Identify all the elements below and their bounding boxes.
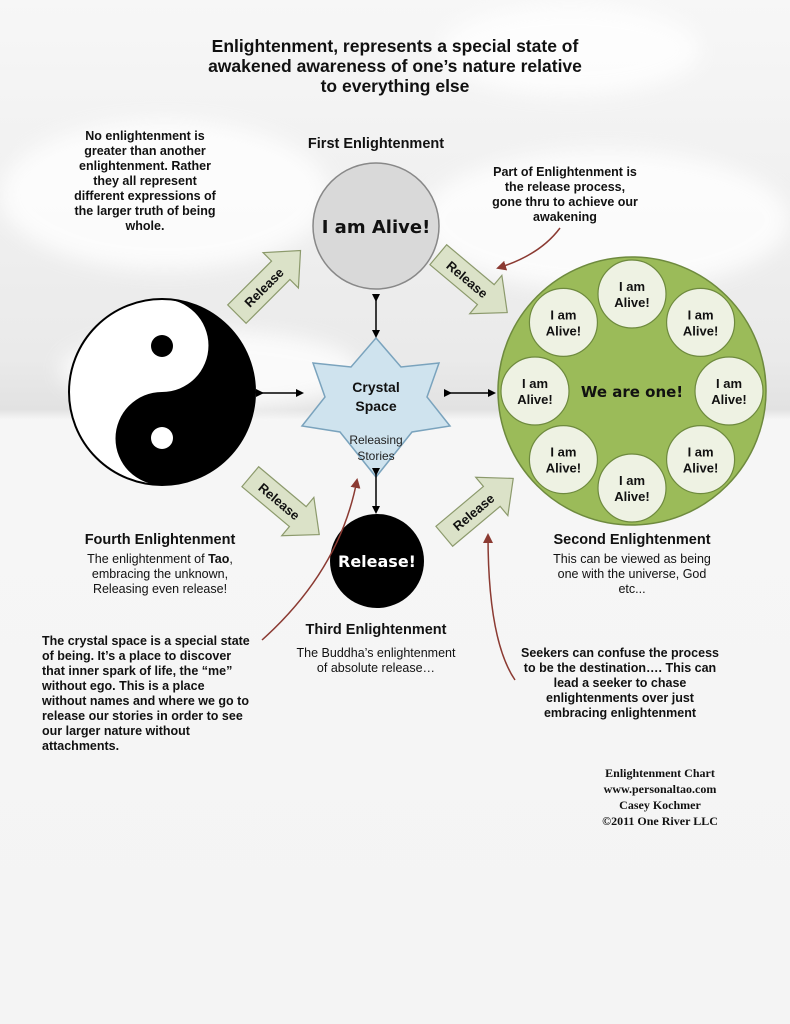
alive-circle-label: I am — [550, 445, 576, 460]
alive-small-circle — [597, 259, 667, 329]
title-line: Enlightenment, represents a special stat… — [211, 36, 579, 56]
alive-circle-label: I am — [688, 445, 714, 460]
alive-small-circle — [694, 356, 764, 426]
fourth-enlightenment-heading: Fourth Enlightenment — [84, 532, 236, 548]
second-enlightenment-heading: Second Enlightenment — [553, 532, 711, 548]
first-enlightenment-heading: First Enlightenment — [307, 136, 445, 152]
crystal-title-line: Space — [355, 398, 396, 414]
alive-circle-label: Alive! — [711, 392, 746, 407]
yin-yang-icon — [68, 298, 256, 486]
third-enlightenment-circle — [330, 514, 424, 608]
alive-small-circle — [528, 424, 599, 495]
crystal-title-line: Crystal — [352, 379, 399, 395]
third-enlightenment-heading: Third Enlightenment — [305, 622, 447, 638]
release-arrow: Release — [429, 243, 508, 315]
alive-small-circle — [665, 287, 736, 358]
alive-circle-label: Alive! — [546, 323, 581, 338]
pointer-line — [496, 227, 561, 271]
alive-circle-label: I am — [688, 307, 714, 322]
alive-small-circle — [528, 287, 599, 358]
connector-arrows — [256, 294, 496, 514]
crystal-sub-line: Releasing — [349, 433, 402, 447]
we-are-one-label: We are one! — [581, 383, 683, 401]
alive-small-circle — [665, 424, 736, 495]
alive-small-circle — [597, 453, 667, 523]
pointer-lines — [261, 227, 561, 681]
release-circle-label: Release! — [338, 552, 416, 571]
cloud — [440, 5, 700, 95]
alive-circle-label: Alive! — [517, 392, 552, 407]
alive-small-circle — [500, 356, 570, 426]
fourth-enlightenment-description: The enlightenment of Tao, embracing the … — [87, 552, 233, 596]
release-arrow: Release — [435, 476, 514, 548]
cloud — [0, 120, 330, 270]
alive-circle-label: I am — [522, 376, 548, 391]
alive-circle-label: I am — [716, 376, 742, 391]
crystal-sub-line: Stories — [357, 449, 394, 463]
title-line: awakened awareness of one’s nature relat… — [208, 56, 582, 76]
alive-circle-label: I am — [550, 307, 576, 322]
alive-circle-label: Alive! — [614, 489, 649, 504]
alive-circle-label: Alive! — [683, 323, 718, 338]
title-line: to everything else — [320, 76, 470, 96]
alive-circle-label: I am — [619, 279, 645, 294]
page-title: Enlightenment, represents a special stat… — [150, 36, 640, 96]
first-enlightenment-circle — [312, 162, 440, 290]
alive-circle-label: I am — [619, 473, 645, 488]
alive-circle-label: Alive! — [546, 461, 581, 476]
alive-circle-label: Alive! — [683, 461, 718, 476]
release-arrow: Release — [226, 249, 302, 325]
first-circle-label: I am Alive! — [322, 217, 431, 238]
pointer-line — [261, 478, 361, 641]
alive-circle-label: Alive! — [614, 295, 649, 310]
pointer-line — [483, 533, 516, 681]
